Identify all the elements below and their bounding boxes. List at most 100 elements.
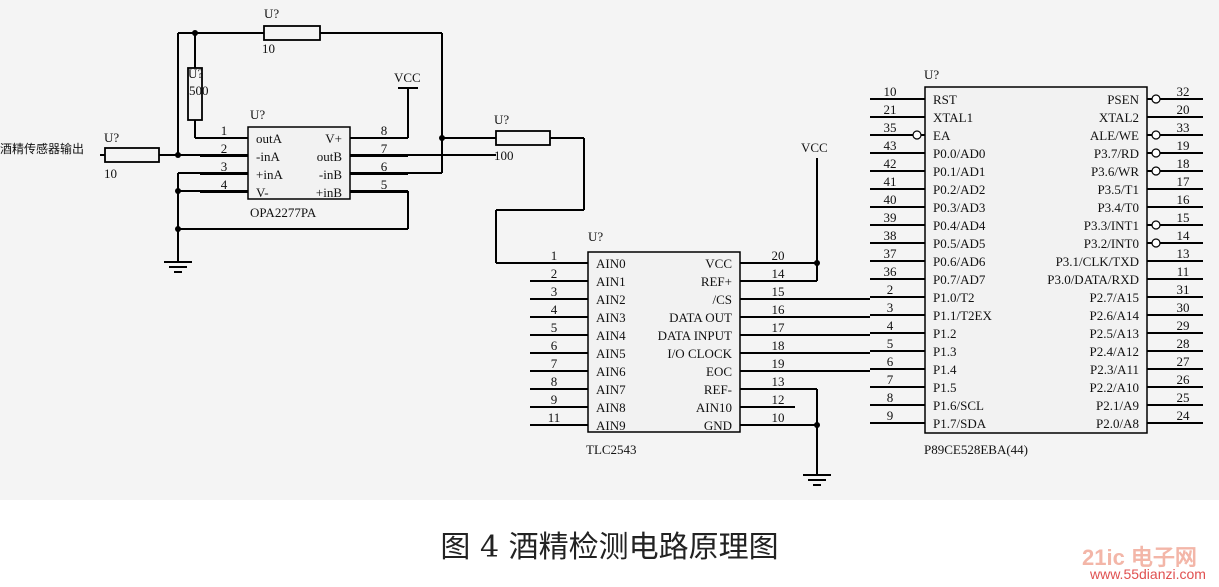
opamp-chip (247, 126, 351, 200)
mcu-ref: U? (924, 67, 939, 82)
adc-pin-1-number: 1 (551, 248, 558, 263)
opamp-pin-2-number: 2 (221, 141, 228, 156)
adc-pin-14-number: 14 (772, 266, 786, 281)
mcu-pin-8-name: P1.6/SCL (933, 398, 984, 413)
mcu-pin-15-number: 15 (1177, 210, 1190, 225)
mcu-pin-24-name: P2.0/A8 (1096, 416, 1139, 431)
mcu-pin-8: 8P1.6/SCL (870, 390, 984, 413)
mcu-pin-25-name: P2.1/A9 (1096, 398, 1139, 413)
opamp-pin-8-number: 8 (381, 123, 388, 138)
adc-pin-15: 15/CS (712, 284, 795, 307)
mcu-pin-36-name: P0.7/AD7 (933, 272, 986, 287)
adc-pin-10-number: 10 (772, 410, 785, 425)
opamp-pin-4-name: V- (256, 185, 269, 200)
opamp-pin-7-number: 7 (381, 141, 388, 156)
adc-pin-18-number: 18 (772, 338, 785, 353)
mcu-pin-43-name: P0.0/AD0 (933, 146, 985, 161)
mcu-pin-37-name: P0.6/AD6 (933, 254, 986, 269)
opamp-pin-8-name: V+ (325, 131, 342, 146)
mcu-pin-7-number: 7 (887, 372, 894, 387)
mcu-pin-19-name: P3.7/RD (1094, 146, 1139, 161)
adc-pin-17-name: DATA INPUT (658, 328, 732, 343)
opamp-part: OPA2277PA (250, 205, 317, 220)
mcu-pin-16-number: 16 (1177, 192, 1191, 207)
mcu-pin-9-number: 9 (887, 408, 894, 423)
opamp-pin-8: 8V+ (325, 123, 408, 146)
opamp-pin-3: 3+inA (200, 159, 283, 182)
adc-pin-16-name: DATA OUT (669, 310, 732, 325)
mcu-pin-39-name: P0.4/AD4 (933, 218, 986, 233)
mcu-pin-41-number: 41 (884, 174, 897, 189)
mcu-pin-20-number: 20 (1177, 102, 1190, 117)
adc-pin-13-name: REF- (704, 382, 732, 397)
mcu-pin-5-number: 5 (887, 336, 894, 351)
input-signal-label: 酒精传感器输出 (0, 141, 84, 156)
resistor-feedback (263, 25, 321, 41)
mcu-pin-32-number: 32 (1177, 84, 1190, 99)
adc-ref: U? (588, 229, 603, 244)
mcu-pin-14-number: 14 (1177, 228, 1191, 243)
adc-pin-11-number: 11 (548, 410, 561, 425)
resistor-gain-value: 500 (189, 83, 209, 98)
opamp-pin-5-number: 5 (381, 177, 388, 192)
adc-pin-19-number: 19 (772, 356, 785, 371)
mcu-pin-5-name: P1.3 (933, 344, 956, 359)
resistor-gain (187, 67, 203, 121)
mcu-pin-5: 5P1.3 (870, 336, 956, 359)
mcu-pin-7-name: P1.5 (933, 380, 956, 395)
mcu-pin-18-name: P3.6/WR (1091, 164, 1139, 179)
adc-pin-6-number: 6 (551, 338, 558, 353)
adc-pin-16-number: 16 (772, 302, 786, 317)
mcu-pin-38-number: 38 (884, 228, 897, 243)
adc-pin-2-number: 2 (551, 266, 558, 281)
watermark-url: www.55dianzi.com (1090, 566, 1206, 582)
adc-pin-5-number: 5 (551, 320, 558, 335)
mcu-pin-21-name: XTAL1 (933, 110, 973, 125)
adc-pin-20-name: VCC (705, 256, 732, 271)
adc-pin-11-name: AIN9 (596, 418, 626, 433)
adc-pin-20-number: 20 (772, 248, 785, 263)
adc-pin-13-number: 13 (772, 374, 785, 389)
mcu-pin-25-number: 25 (1177, 390, 1190, 405)
mcu-pin-35-number: 35 (884, 120, 897, 135)
mcu-pin-16-name: P3.4/T0 (1097, 200, 1139, 215)
adc-pins: 1AIN02AIN13AIN24AIN35AIN46AIN57AIN68AIN7… (530, 248, 795, 433)
mcu-pin-6-number: 6 (887, 354, 894, 369)
mcu-pin-19-number: 19 (1177, 138, 1190, 153)
opamp-pin-3-name: +inA (256, 167, 283, 182)
opamp-pin-4-number: 4 (221, 177, 228, 192)
opamp-pin-6-number: 6 (381, 159, 388, 174)
mcu-pin-10-name: RST (933, 92, 957, 107)
mcu-pin-31-name: P2.7/A15 (1090, 290, 1139, 305)
mcu-pin-35-name: EA (933, 128, 951, 143)
opamp-pin-5-name: +inB (316, 185, 342, 200)
adc-pin-7-name: AIN6 (596, 364, 626, 379)
resistor-output (495, 130, 551, 146)
mcu-pin-21-number: 21 (884, 102, 897, 117)
